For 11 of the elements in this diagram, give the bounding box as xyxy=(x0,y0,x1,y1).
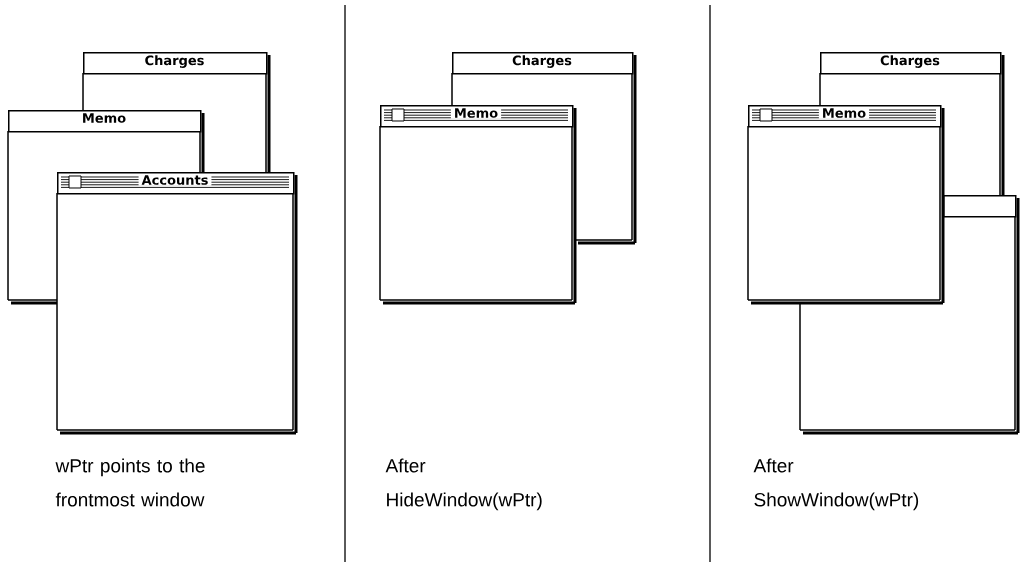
caption: wPtr points to the frontmost window xyxy=(55,458,205,507)
title-bar xyxy=(943,195,1017,218)
title-bar: Charges xyxy=(83,52,268,75)
title-bar: Memo xyxy=(748,105,942,128)
caption: After HideWindow(wPtr) xyxy=(385,458,542,511)
title-bar: Memo xyxy=(380,105,574,128)
caption: After ShowWindow(wPtr) xyxy=(753,458,919,511)
title-bar: Charges xyxy=(452,52,634,75)
title-bar: Memo xyxy=(8,110,202,133)
title-bar: Charges xyxy=(820,52,1002,75)
title-bar: Accounts xyxy=(57,172,295,195)
